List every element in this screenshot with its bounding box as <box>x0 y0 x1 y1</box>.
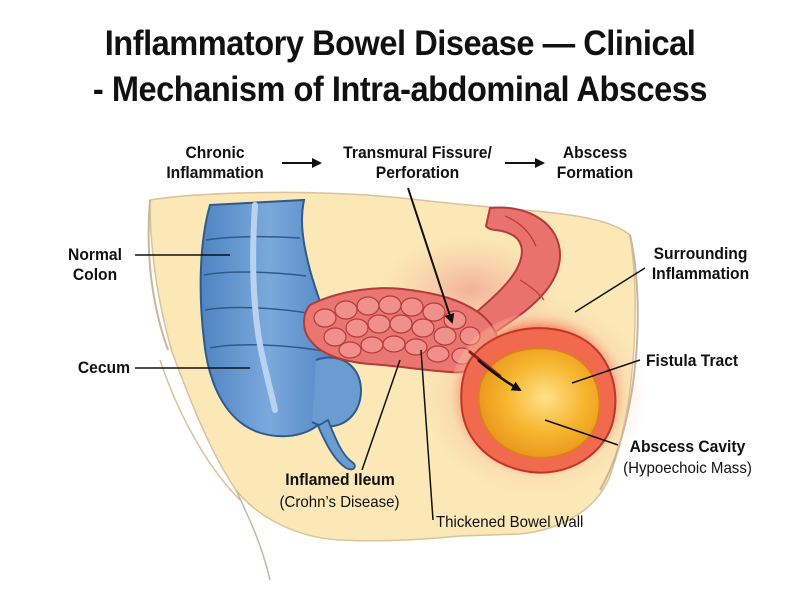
leader-inflamed-ileum <box>361 359 401 471</box>
label-inflamed-ileum: Inflamed Ileum <box>285 470 395 489</box>
appendix <box>316 418 356 471</box>
abscess <box>450 313 626 477</box>
label-surrounding-line-1: Surrounding <box>653 244 748 263</box>
flow-step-abscess-formation: Abscess Formation <box>540 143 650 183</box>
label-normal-colon: Normal Colon <box>58 245 132 285</box>
label-surrounding-inflammation: Surrounding Inflammation <box>643 244 758 284</box>
flow-step-1-line-2: Inflammation <box>166 163 264 182</box>
label-fistula-tract: Fistula Tract <box>646 351 739 370</box>
leader-thickened-wall <box>420 349 434 521</box>
inflamed-ileum <box>303 287 500 374</box>
flow-step-3-line-1: Abscess <box>562 143 628 162</box>
leader-surrounding-inflammation <box>574 267 646 313</box>
label-abscess-cavity: Abscess Cavity <box>629 437 746 456</box>
flow-step-chronic-inflammation: Chronic Inflammation <box>146 143 284 183</box>
abscess-cavity <box>477 347 601 459</box>
label-normal-colon-line-1: Normal <box>68 245 122 264</box>
label-inflamed-ileum-sub: (Crohn’s Disease) <box>279 494 400 511</box>
leader-fistula-tract <box>571 359 641 384</box>
label-normal-colon-line-2: Colon <box>72 265 118 284</box>
label-thickened-bowel-wall: Thickened Bowel Wall <box>436 514 584 531</box>
normal-colon <box>199 198 363 471</box>
flow-step-1-line-1: Chronic <box>185 143 245 162</box>
label-abscess-cavity-sub: (Hypoechoic Mass) <box>623 460 752 477</box>
label-cecum: Cecum <box>77 358 130 377</box>
abscess-formation-arrow <box>477 359 522 392</box>
flow-step-3-line-2: Formation <box>556 163 634 182</box>
flow-step-2-line-1: Transmural Fissure/ <box>343 143 492 162</box>
flow-step-transmural-fissure: Transmural Fissure/ Perforation <box>328 143 507 183</box>
page-title: Inflammatory Bowel Disease — Clinical <box>104 24 696 63</box>
flow-step-2-line-2: Perforation <box>375 163 460 182</box>
perforation-arrow <box>407 187 455 324</box>
label-surrounding-line-2: Inflammation <box>651 264 750 283</box>
leader-abscess-cavity <box>544 419 619 446</box>
page-subtitle: - Mechanism of Intra-abdominal Abscess <box>92 70 708 109</box>
